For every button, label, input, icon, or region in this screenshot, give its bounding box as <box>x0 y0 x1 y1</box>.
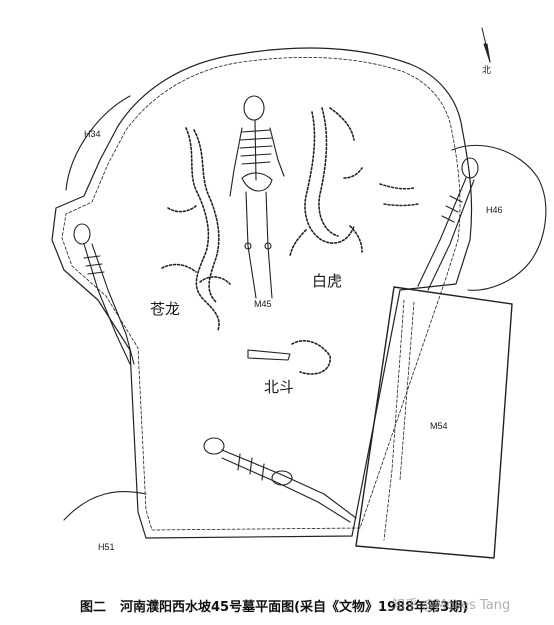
pit-h46-outline <box>451 144 547 291</box>
label-canglong: 苍龙 <box>150 300 181 318</box>
shell-dragon-mosaic <box>161 127 231 331</box>
caption-text: 河南濮阳西水坡45号墓平面图(采自《文物》1988年第3期) <box>120 600 469 615</box>
pit-h51-outline <box>63 491 147 521</box>
pit-h34-outline <box>65 95 131 191</box>
tomb-m54-dashed-line <box>383 299 405 541</box>
tomb-m45-inner-outline <box>61 57 461 531</box>
label-m54: M54 <box>430 421 448 431</box>
label-m45: M45 <box>254 299 272 309</box>
central-skeleton <box>229 95 285 299</box>
scattered-shells <box>379 183 419 207</box>
label-north: 北 <box>482 65 492 75</box>
tomb-m45-outline <box>51 47 473 539</box>
bottom-skeleton <box>203 437 357 523</box>
beidou-figure <box>247 340 331 375</box>
tomb-m54-outline <box>355 286 513 559</box>
label-h51: H51 <box>98 542 115 552</box>
tomb-m54-dashed-line-2 <box>399 301 415 481</box>
figure-caption: 图二河南濮阳西水坡45号墓平面图(采自《文物》1988年第3期) <box>80 596 468 615</box>
label-baihu: 白虎 <box>312 272 343 290</box>
label-beidou: 北斗 <box>264 378 295 396</box>
north-arrow-icon <box>481 27 491 63</box>
shell-tiger-mosaic <box>289 107 363 257</box>
caption-figure-number: 图二 <box>80 600 107 615</box>
label-h34: H34 <box>84 129 101 139</box>
watermark: 知乎 @Moses Tang <box>392 598 511 613</box>
label-h46: H46 <box>486 205 503 215</box>
right-skeleton <box>417 157 479 291</box>
left-skeleton <box>73 223 135 365</box>
